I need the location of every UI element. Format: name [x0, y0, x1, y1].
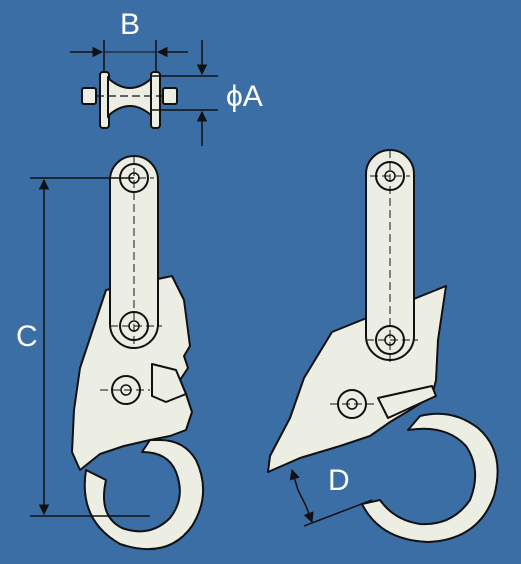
closed-hook — [71, 155, 205, 551]
closed-hook-body — [71, 275, 193, 471]
open-hook-curve — [361, 412, 499, 543]
label-d: D — [328, 464, 350, 497]
roller-pin-detail — [81, 71, 178, 129]
dimension-a-lines — [150, 40, 218, 146]
label-b: B — [120, 8, 140, 41]
dimension-b-lines — [70, 40, 188, 72]
open-hook-centerlines — [330, 150, 418, 405]
dimension-c-lines — [30, 177, 150, 517]
closed-hook-latch — [151, 363, 187, 403]
label-c: C — [16, 320, 38, 353]
label-phi-a: ϕA — [226, 80, 263, 113]
open-hook-latch — [377, 385, 437, 419]
closed-hook-curve — [83, 439, 205, 551]
dimension-d-lines — [267, 457, 373, 527]
